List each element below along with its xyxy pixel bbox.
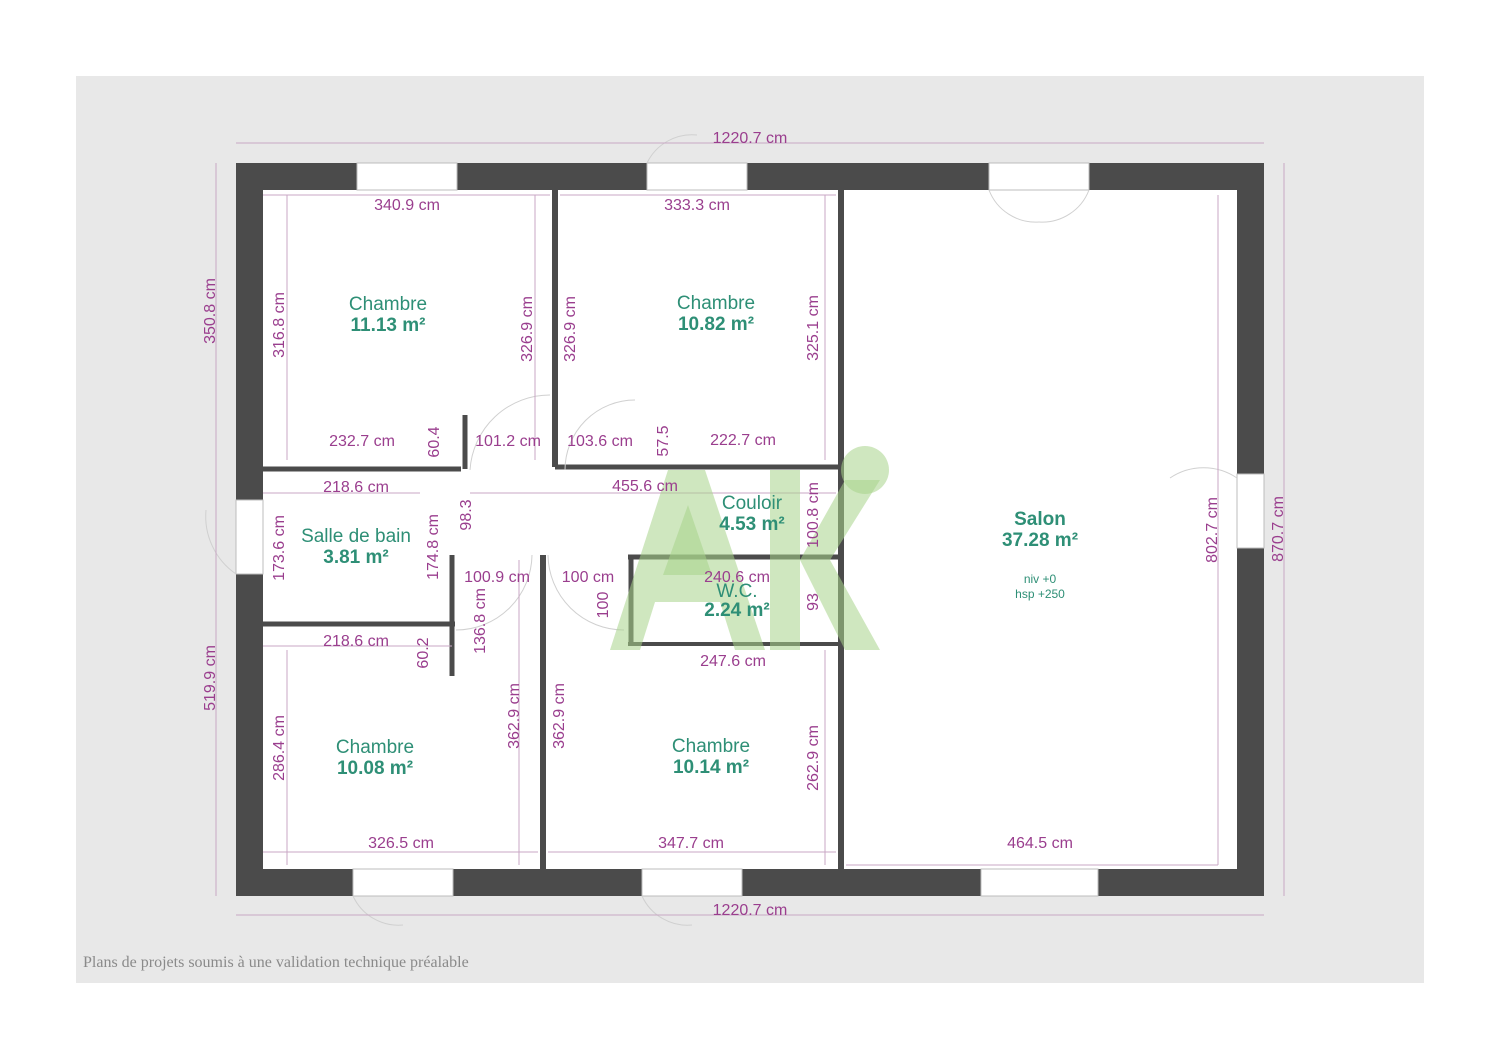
room-chambre-3: Chambre 10.08 m² — [336, 737, 414, 779]
dimension-door-width-1: 101.2 cm — [475, 433, 541, 450]
room-chambre-2: Chambre 10.82 m² — [677, 293, 755, 335]
room-salon: Salon 37.28 m² niv +0 hsp +250 — [1002, 509, 1078, 601]
room-name: W.C. — [716, 581, 757, 602]
room-area: 3.81 m² — [323, 547, 388, 568]
room-chambre-4: Chambre 10.14 m² — [672, 736, 750, 778]
room-name: Chambre — [349, 294, 427, 315]
room-area: 10.82 m² — [678, 314, 754, 335]
dimension-width-chambre-4: 347.7 cm — [658, 835, 724, 852]
dimension-height-salle-de-bain-right: 174.8 cm — [425, 514, 442, 580]
dimension-door-gap-2: 57.5 — [655, 425, 672, 456]
dimension-width-salon: 464.5 cm — [1007, 835, 1073, 852]
dimension-door-width-3: 100.9 cm — [464, 569, 530, 586]
window — [1236, 473, 1265, 549]
room-name: Couloir — [722, 493, 783, 514]
dimension-door-gap-4: 60.2 — [415, 637, 432, 668]
dimension-width-salle-de-bain-top: 218.6 cm — [323, 479, 389, 496]
dimension-width-chambre-3: 326.5 cm — [368, 835, 434, 852]
aki-watermark — [610, 446, 889, 650]
window — [641, 868, 743, 897]
dimension-door-gap-1: 60.4 — [426, 426, 443, 457]
dimension-width-chambre-1: 340.9 cm — [374, 197, 440, 214]
room-couloir: Couloir 4.53 m² — [719, 493, 784, 535]
left-lower-dimension: 519.9 cm — [202, 645, 219, 711]
windows — [235, 162, 1265, 897]
dimension-height-wc: 93 — [805, 593, 822, 611]
dimension-door-width-4: 100 cm — [562, 569, 614, 586]
dimension-height-chambre-2-left: 326.9 cm — [562, 296, 579, 362]
room-wc: W.C. 2.24 m² — [704, 581, 769, 621]
door-swings — [205, 134, 1238, 926]
window — [356, 162, 458, 191]
dimension-width-chambre-1-bottom: 232.7 cm — [329, 433, 395, 450]
room-name: Chambre — [672, 736, 750, 757]
room-area: 11.13 m² — [351, 315, 426, 336]
room-area: 10.14 m² — [673, 757, 749, 778]
window — [988, 162, 1090, 191]
dimension-height-chambre-1-right: 326.9 cm — [519, 296, 536, 362]
room-area: 2.24 m² — [704, 600, 769, 621]
dimension-width-salle-de-bain-bottom: 218.6 cm — [323, 633, 389, 650]
room-name: Salon — [1014, 509, 1066, 530]
overall-width-top: 1220.7 cm — [713, 130, 788, 147]
room-area: 37.28 m² — [1002, 530, 1078, 551]
dimension-width-wc-top: 240.6 cm — [704, 569, 770, 586]
dimension-height-chambre-3-right: 362.9 cm — [506, 683, 523, 749]
guide-lines — [215, 142, 1285, 916]
room-name: Chambre — [336, 737, 414, 758]
dimension-width-couloir: 455.6 cm — [612, 478, 678, 495]
left-upper-dimension: 350.8 cm — [202, 278, 219, 344]
dimension-height-passage: 136.8 cm — [472, 588, 489, 654]
window — [980, 868, 1099, 897]
window — [235, 499, 264, 575]
room-name: Chambre — [677, 293, 755, 314]
window — [646, 162, 748, 191]
dimension-height-chambre-3-left: 286.4 cm — [271, 715, 288, 781]
room-level: niv +0 — [1024, 572, 1057, 586]
room-name: Salle de bain — [301, 526, 411, 547]
room-chambre-1: Chambre 11.13 m² — [349, 294, 427, 336]
room-ceiling-height: hsp +250 — [1015, 587, 1065, 601]
footer-note: Plans de projets soumis à une validation… — [83, 954, 469, 971]
overall-width-bottom: 1220.7 cm — [713, 902, 788, 919]
dimension-labels: 340.9 cm 333.3 cm 316.8 cm 326.9 cm 326.9 cm… — [271, 197, 1221, 852]
room-salle-de-bain: Salle de bain 3.81 m² — [301, 526, 411, 568]
dimension-door-width-2: 103.6 cm — [567, 433, 633, 450]
dimension-height-couloir: 100.8 cm — [805, 482, 822, 548]
right-overall-dimension: 870.7 cm — [1270, 496, 1287, 562]
room-area: 10.08 m² — [337, 758, 413, 779]
dimension-door-width-wc: 100 — [595, 592, 612, 619]
dimension-height-chambre-4-right: 262.9 cm — [805, 725, 822, 791]
dimension-height-salon: 802.7 cm — [1204, 497, 1221, 563]
dimension-width-chambre-2: 333.3 cm — [664, 197, 730, 214]
dimension-door-gap-3: 98.3 — [458, 499, 475, 530]
dimension-height-chambre-1-left: 316.8 cm — [271, 292, 288, 358]
dimension-width-chambre-2-bottom: 222.7 cm — [710, 432, 776, 449]
dimension-width-wc-bottom: 247.6 cm — [700, 653, 766, 670]
dimension-height-chambre-4-left: 362.9 cm — [551, 683, 568, 749]
dimension-height-chambre-2-right: 325.1 cm — [805, 295, 822, 361]
room-area: 4.53 m² — [719, 514, 784, 535]
window — [352, 868, 454, 897]
floor-area — [263, 190, 1237, 869]
dimension-height-salle-de-bain-left: 173.6 cm — [271, 515, 288, 581]
